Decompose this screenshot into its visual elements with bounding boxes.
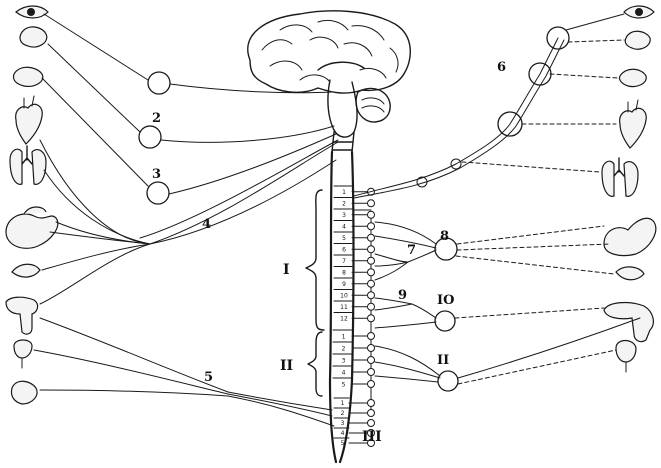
chain-ganglion-node <box>367 210 375 219</box>
spinal-segment-label-cervical: 3 <box>342 212 346 219</box>
label-3: 3 <box>152 167 161 182</box>
chain-ganglion-node <box>367 399 375 407</box>
otic-ganglion <box>146 181 170 205</box>
inferior-mesenteric-ganglion <box>437 370 459 392</box>
spinal-segment-label-cervical: 2 <box>342 201 346 208</box>
label-8: 8 <box>440 229 449 244</box>
label-5: 5 <box>204 370 213 385</box>
region-label-III: III <box>362 429 382 445</box>
label-2: 2 <box>152 111 161 126</box>
chain-ganglion-node <box>367 439 375 447</box>
spinal-segment-label-sacral: 5 <box>341 440 345 447</box>
region-brackets <box>305 189 325 397</box>
label-11: II <box>437 353 449 368</box>
chain-ganglion-node <box>367 291 375 300</box>
left-bladder-icon <box>13 339 33 369</box>
left-intestine-icon <box>5 296 39 335</box>
superior-mesenteric-ganglion <box>434 310 456 332</box>
left-genitals-icon <box>10 380 38 405</box>
right-stomach-icon <box>603 217 657 257</box>
right-intestine-icon <box>603 301 654 343</box>
brain <box>247 10 411 138</box>
spinal-segment-label-lumbar: 1 <box>342 333 346 340</box>
chain-ganglion-node <box>367 279 375 288</box>
right-abdominal-ganglia <box>434 237 459 392</box>
label-9: 9 <box>398 288 407 303</box>
left-stomach-icon <box>5 206 59 249</box>
right-salivary-gland-icon <box>618 68 647 88</box>
chain-ganglion-node <box>367 268 375 277</box>
spinal-segment-label-cervical: 6 <box>342 247 346 254</box>
label-6: 6 <box>497 60 506 75</box>
spinal-segment-label-cervical: 11 <box>340 304 348 311</box>
right-eye-icon <box>623 5 655 19</box>
left-pancreas-icon <box>11 263 41 278</box>
spinal-segment-label-cervical: 12 <box>340 316 348 323</box>
spinal-segment-label-cervical: 4 <box>342 224 346 231</box>
left-ganglia <box>138 71 171 205</box>
chain-ganglion-node <box>367 332 375 340</box>
region-label-I: I <box>283 262 290 278</box>
chain-ganglion-node <box>367 233 375 242</box>
left-eye-icon <box>15 5 49 19</box>
right-nerve-fibers <box>353 13 641 385</box>
chain-ganglion-node <box>367 314 375 323</box>
chain-ganglion-node <box>367 356 375 364</box>
spinal-segment-label-lumbar: 3 <box>342 357 346 364</box>
label-10: IO <box>437 293 454 308</box>
chain-ganglion-node <box>367 222 375 231</box>
chain-ganglion-node <box>367 199 375 208</box>
spinal-segment-label-cervical: 8 <box>342 270 346 277</box>
left-salivary-gland-icon <box>12 66 44 87</box>
spinal-segment-label-cervical: 7 <box>342 258 346 265</box>
chain-ganglion-node <box>367 302 375 311</box>
spinal-segment-label-cervical: 1 <box>342 189 346 196</box>
number-labels: 2 3 4 5 6 7 8 9 IO II I II III <box>152 60 506 445</box>
chain-ganglion-node <box>367 344 375 352</box>
chain-ganglion-node <box>367 409 375 417</box>
left-heart-icon <box>15 95 43 145</box>
spinal-cord <box>328 131 355 464</box>
chain-ganglion-node <box>367 419 375 427</box>
spinal-segment-label-lumbar: 2 <box>342 345 346 352</box>
spinal-segment-ticks <box>332 185 368 444</box>
right-cervical-ganglia <box>416 26 570 188</box>
spinal-segment-label-sacral: 1 <box>341 400 345 407</box>
right-bladder-icon <box>615 339 637 373</box>
right-pancreas-icon <box>615 266 645 281</box>
region-label-II: II <box>280 358 293 374</box>
left-nerve-fibers <box>33 13 339 427</box>
ciliary-ganglion <box>147 71 171 95</box>
spinal-segment-label-lumbar: 5 <box>342 381 346 388</box>
label-7: 7 <box>407 243 416 258</box>
pterygopalatine-ganglion <box>138 125 162 149</box>
chain-ganglion-node <box>367 368 375 376</box>
left-lacrimal-gland-icon <box>19 26 48 48</box>
spinal-segment-label-sacral: 2 <box>341 410 345 417</box>
chain-ganglion-node <box>367 429 375 437</box>
left-lungs-icon <box>9 145 47 185</box>
sympathetic-chain-ganglia <box>367 187 375 447</box>
spinal-segment-label-cervical: 10 <box>340 293 348 300</box>
chain-ganglion-node <box>367 380 375 388</box>
spinal-segment-label-sacral: 3 <box>341 420 345 427</box>
chain-ganglion-node <box>367 256 375 265</box>
celiac-ganglion <box>434 237 458 261</box>
right-organs <box>601 5 657 373</box>
right-lungs-icon <box>601 157 639 197</box>
left-organs <box>5 5 59 405</box>
spinal-segment-label-lumbar: 4 <box>342 369 346 376</box>
right-lacrimal-gland-icon <box>624 30 651 50</box>
right-heart-icon <box>619 99 647 149</box>
spinal-segment-label-sacral: 4 <box>341 430 345 437</box>
spinal-segment-label-cervical: 5 <box>342 235 346 242</box>
spinal-segment-label-cervical: 9 <box>342 281 346 288</box>
label-4: 4 <box>202 217 211 232</box>
chain-ganglion-node <box>367 245 375 254</box>
